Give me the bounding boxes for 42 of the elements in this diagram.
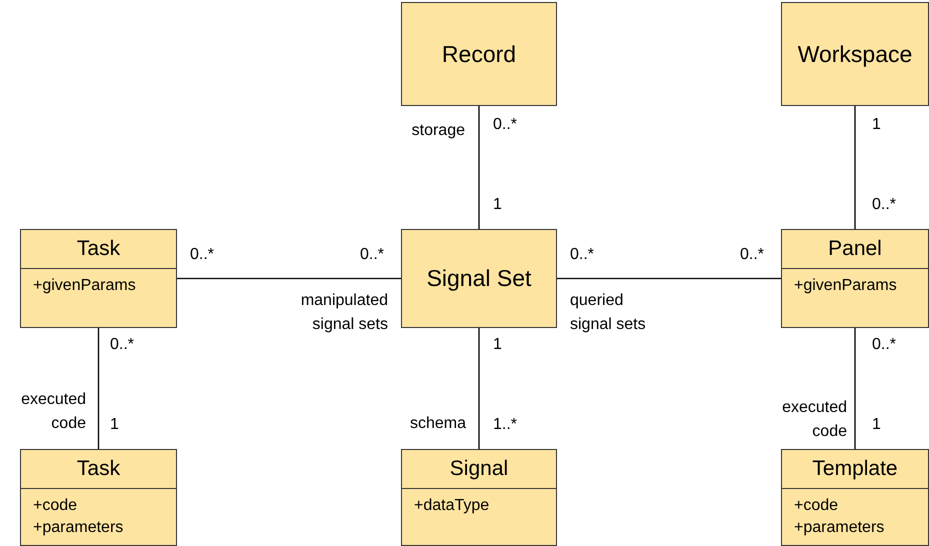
attribute-list: +code +parameters: [782, 489, 916, 545]
class-name: Signal: [402, 450, 556, 489]
multiplicity-label: 1: [493, 195, 502, 215]
attribute-list: +code +parameters: [21, 489, 155, 545]
class-box: [20, 449, 177, 546]
association-line: [557, 278, 781, 280]
multiplicity-label: 1: [872, 415, 881, 435]
class-box: [781, 449, 929, 546]
multiplicity-label: 1: [872, 115, 881, 135]
class-name: Template: [782, 450, 928, 489]
association-line: [177, 278, 401, 280]
multiplicity-label: 1..*: [493, 415, 518, 435]
attribute-list: +dataType: [402, 489, 536, 523]
association-line: [478, 106, 480, 229]
class-name: Panel: [782, 230, 928, 269]
multiplicity-label: 0..*: [872, 195, 896, 215]
class-name: Task: [21, 450, 176, 489]
multiplicity-label: 0..*: [872, 335, 896, 355]
class-box: [401, 2, 557, 106]
class-box: [781, 229, 929, 328]
association-line: [98, 328, 100, 449]
class-name: Task: [21, 230, 176, 269]
multiplicity-label: 0..*: [570, 245, 594, 265]
attribute-list: +givenParams: [782, 269, 916, 303]
multiplicity-label: 1: [493, 335, 502, 355]
class-name: Record: [442, 40, 516, 68]
class-name: Signal Set: [426, 265, 532, 292]
multiplicity-label: 0..*: [740, 245, 764, 265]
class-box: [401, 449, 557, 546]
multiplicity-label: 0..*: [493, 115, 518, 135]
class-box: [401, 229, 557, 328]
association-line: [478, 328, 480, 449]
association-line: [854, 328, 856, 449]
multiplicity-label: 0..*: [190, 245, 214, 265]
association-line: [854, 106, 856, 229]
multiplicity-label: 1: [110, 415, 119, 435]
class-box: [20, 229, 177, 328]
class-name: Workspace: [798, 40, 912, 68]
attribute-list: +givenParams: [21, 269, 155, 303]
multiplicity-label: 0..*: [110, 335, 134, 355]
multiplicity-label: 0..*: [360, 245, 384, 265]
class-box: [781, 2, 929, 106]
